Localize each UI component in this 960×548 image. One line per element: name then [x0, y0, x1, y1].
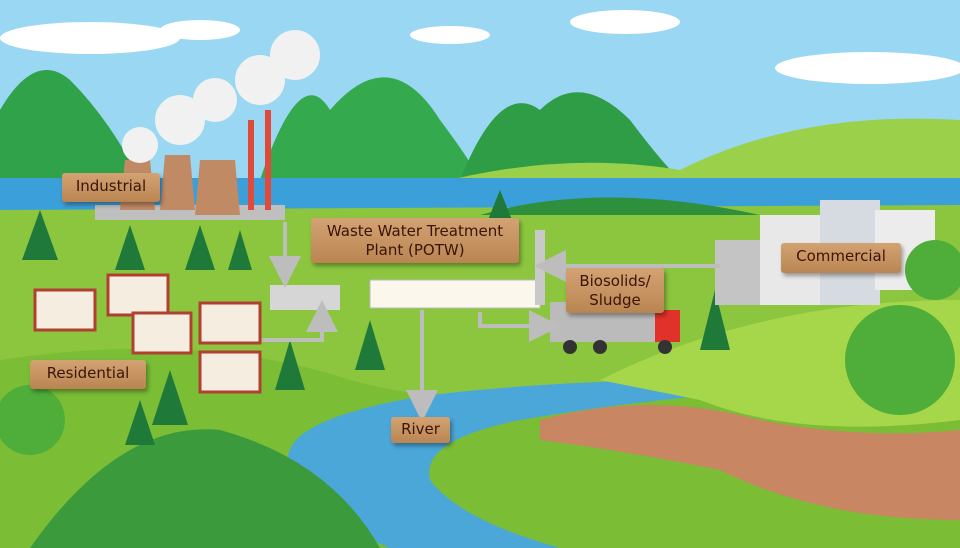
label-industrial: Industrial: [62, 173, 160, 202]
label-residential: Residential: [30, 360, 146, 389]
residential-to-plant-arrow: [262, 300, 338, 342]
flow-arrows: [262, 222, 720, 422]
label-river: River: [391, 417, 450, 443]
label-biosolids-sludge: Biosolids/ Sludge: [566, 268, 664, 313]
trees: [22, 190, 730, 445]
houses: [33, 273, 262, 394]
clouds: [0, 10, 960, 84]
label-commercial: Commercial: [781, 243, 901, 273]
round-trees: [0, 240, 960, 455]
cliff: [540, 405, 960, 520]
mountains: [0, 70, 960, 185]
plant-to-sludge-arrow: [478, 310, 561, 342]
label-wastewater-treatment-plant: Waste Water Treatment Plant (POTW): [311, 218, 519, 263]
